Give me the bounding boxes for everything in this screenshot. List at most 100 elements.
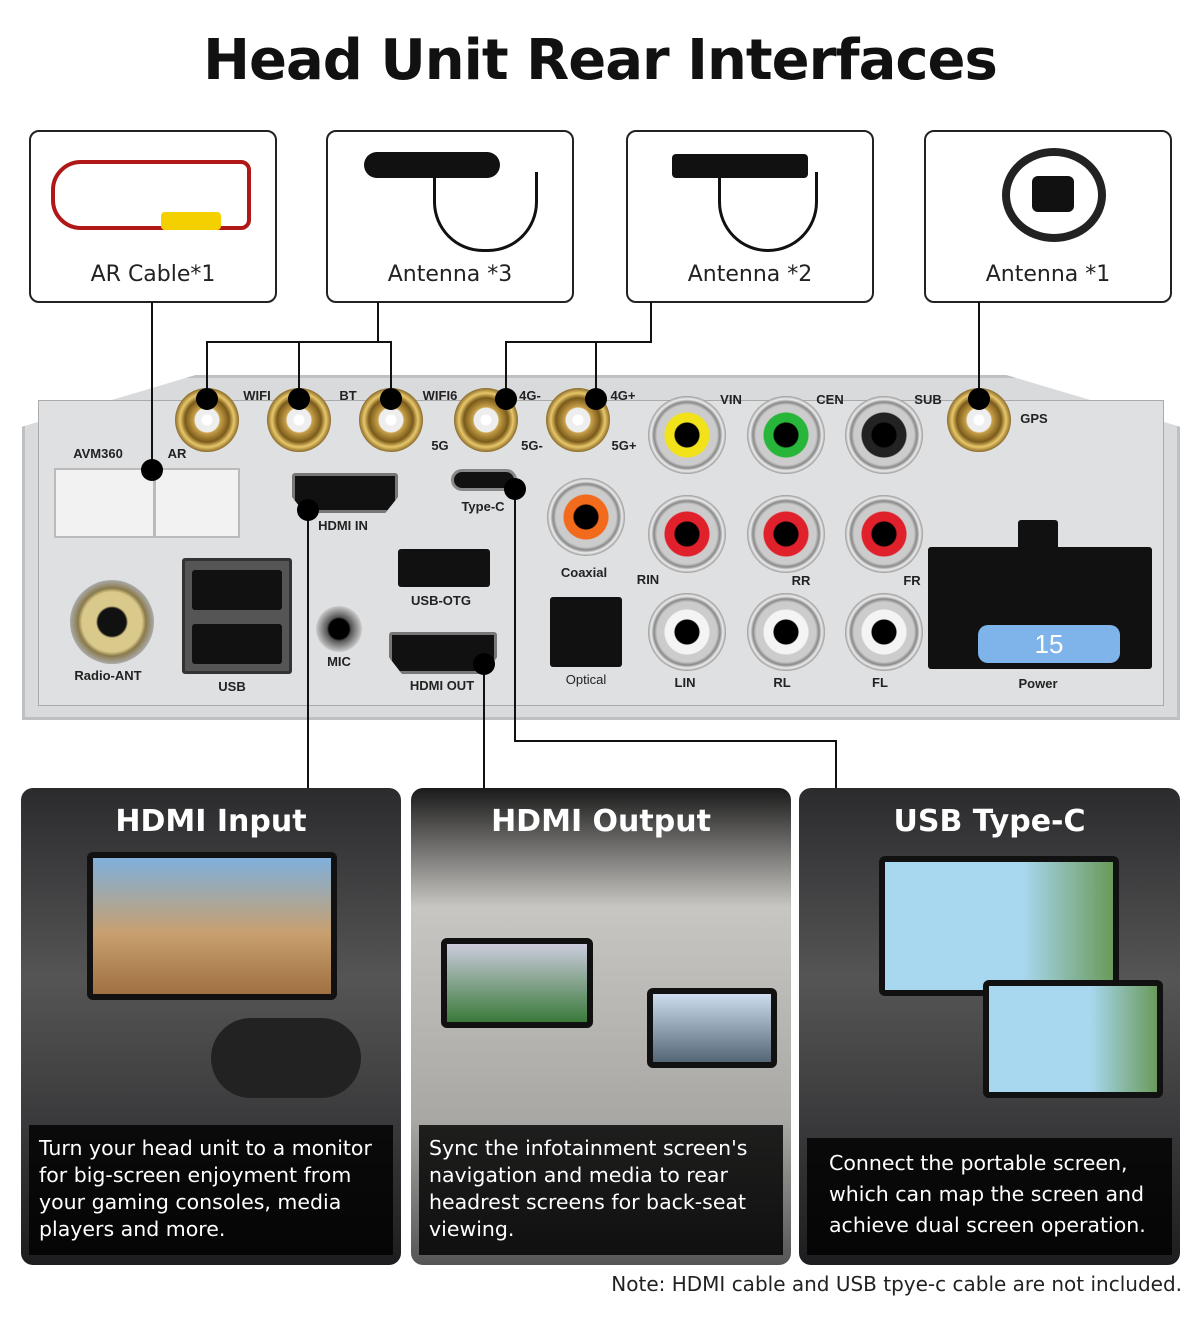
port-label: Coaxial: [560, 565, 608, 580]
ar-cable-image: [51, 160, 251, 230]
connector-line: [298, 341, 300, 399]
fr-rca-port: [845, 495, 923, 573]
lin-rca-port: [648, 593, 726, 671]
connector-line: [206, 341, 208, 399]
connector-line: [978, 302, 980, 399]
footnote: Note: HDMI cable and USB tpye-c cable ar…: [611, 1272, 1182, 1296]
port-label: Power: [1018, 676, 1058, 691]
mic-port: [316, 606, 362, 652]
port-label: 4G+: [610, 388, 636, 403]
card-hdmi-input: HDMI Input Turn your head unit to a moni…: [21, 788, 401, 1265]
power-connector-tab: [1018, 520, 1058, 550]
port-label: RIN: [636, 572, 660, 587]
port-label: GPS: [1020, 411, 1048, 426]
accessory-label: Antenna *2: [687, 262, 813, 287]
port-label: FR: [903, 573, 921, 588]
gps-puck: [1032, 176, 1074, 212]
port-label: AVM360: [73, 446, 123, 461]
port-label: Radio-ANT: [74, 668, 142, 683]
accessory-antenna-3: Antenna *3: [326, 130, 574, 303]
connector-divider: [153, 470, 156, 536]
port-label: USB: [218, 679, 246, 694]
connector-dot: [380, 388, 402, 410]
connector-line: [151, 302, 153, 470]
connector-line: [390, 341, 392, 399]
port-label: MIC: [327, 654, 351, 669]
fl-rca-port: [845, 593, 923, 671]
fuse: 15: [978, 625, 1120, 663]
connector-dot: [196, 388, 218, 410]
port-label: Type-C: [461, 499, 505, 514]
card-description: Connect the portable screen, which can m…: [807, 1138, 1172, 1255]
port-label: 5G+: [611, 438, 637, 453]
connector-line: [505, 341, 507, 399]
headrest-screen-image: [441, 938, 593, 1028]
usb-otg-port: [398, 549, 490, 587]
accessory-label: AR Cable*1: [90, 262, 216, 287]
connector-dot: [297, 499, 319, 521]
connector-dot: [288, 388, 310, 410]
connector-dot: [968, 388, 990, 410]
antenna-cable: [433, 172, 538, 252]
port-label: LIN: [674, 675, 696, 690]
connector-dot: [504, 478, 526, 500]
port-label: Optical: [565, 672, 607, 687]
page-title: Head Unit Rear Interfaces: [203, 28, 998, 93]
port-label: AR: [167, 446, 187, 461]
card-usb-type-c: USB Type-C Connect the portable screen, …: [799, 788, 1180, 1265]
antenna-cable: [718, 172, 818, 252]
port-label: HDMI IN: [318, 518, 368, 533]
card-title: HDMI Input: [115, 804, 307, 839]
head-unit-screen-image: [647, 988, 777, 1068]
accessory-label: Antenna *1: [985, 262, 1111, 287]
connector-dot: [495, 388, 517, 410]
coaxial-port: [547, 478, 625, 556]
port-label: VIN: [720, 392, 742, 407]
port-label: WIFI6: [422, 388, 458, 403]
port-label: WIFI: [243, 388, 271, 403]
connector-dot: [141, 459, 163, 481]
connector-line: [377, 302, 379, 342]
accessory-antenna-2: Antenna *2: [626, 130, 874, 303]
port-label: 4G-: [519, 388, 541, 403]
accessory-ar-cable: AR Cable*1: [29, 130, 277, 303]
port-label: FL: [872, 675, 888, 690]
game-screen-image: [87, 852, 337, 1000]
rin-rca-port: [648, 495, 726, 573]
vin-rca-port: [648, 396, 726, 474]
connector-line: [835, 740, 837, 788]
connector-line: [595, 341, 597, 399]
card-title: HDMI Output: [491, 804, 711, 839]
gamepad-image: [211, 1018, 361, 1098]
connector-line: [307, 510, 309, 788]
rca-plug-icon: [161, 212, 221, 230]
optical-port: [550, 597, 622, 667]
port-label: HDMI OUT: [409, 678, 475, 693]
connector-dot: [473, 653, 495, 675]
card-title: USB Type-C: [893, 804, 1086, 839]
accessory-label: Antenna *3: [387, 262, 513, 287]
portable-screen-image: [983, 980, 1163, 1098]
port-label: USB-OTG: [411, 593, 471, 608]
radio-antenna-port: [70, 580, 154, 664]
cen-rca-port: [747, 396, 825, 474]
connector-line: [514, 489, 516, 741]
connector-line: [514, 740, 836, 742]
connector-line: [650, 302, 652, 342]
usb-slot: [192, 570, 282, 610]
rl-rca-port: [747, 593, 825, 671]
usb-slot: [192, 624, 282, 664]
rr-rca-port: [747, 495, 825, 573]
card-description: Sync the infotainment screen's navigatio…: [419, 1125, 783, 1255]
port-label: RL: [773, 675, 791, 690]
connector-line: [505, 341, 652, 343]
port-label: BT: [339, 388, 357, 403]
connector-dot: [585, 388, 607, 410]
accessory-antenna-1: Antenna *1: [924, 130, 1172, 303]
port-label: CEN: [816, 392, 844, 407]
port-label: SUB: [914, 392, 942, 407]
card-description: Turn your head unit to a monitor for big…: [29, 1125, 393, 1255]
port-label: RR: [791, 573, 811, 588]
port-label: 5G: [431, 438, 449, 453]
port-label: 5G-: [521, 438, 543, 453]
